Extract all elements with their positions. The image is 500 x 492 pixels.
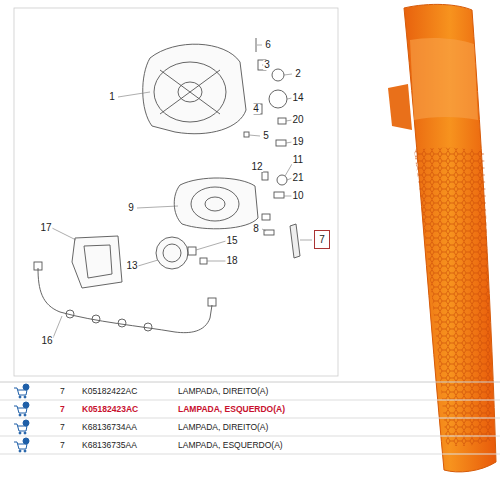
callout-number: 10: [291, 191, 304, 201]
table-cell: 7: [60, 387, 65, 396]
table-cell: LAMPADA, DIREITO(A): [178, 423, 268, 432]
table-cell: 7: [60, 441, 65, 450]
callout-number: 21: [291, 173, 304, 183]
callout-number: 11: [292, 155, 304, 165]
callout-number: 19: [291, 137, 304, 147]
table-cell: 7: [60, 405, 65, 414]
callout-number: 9: [127, 203, 135, 213]
table-cell: K68136735AA: [82, 441, 137, 450]
parts-table: [0, 382, 500, 454]
table-cell: K05182423AC: [82, 405, 138, 414]
callout-number: 12: [250, 162, 263, 172]
callout-number: 1: [108, 92, 116, 102]
callout-number: 7: [319, 234, 325, 245]
callout-number: 2: [294, 69, 302, 79]
callout-number: 16: [40, 336, 53, 346]
callout-number: 15: [225, 236, 238, 246]
callout-number: 17: [39, 223, 52, 233]
table-cell: LAMPADA, DIREITO(A): [178, 387, 268, 396]
callout-number: 14: [291, 93, 304, 103]
table-cell: K05182422AC: [82, 387, 137, 396]
cart-icon: [14, 384, 29, 452]
leader-lines: [52, 45, 312, 338]
callout-number: 18: [225, 256, 238, 266]
callout-number: 5: [262, 131, 270, 141]
lamp-photo: [388, 4, 496, 472]
callout-number: 20: [291, 115, 304, 125]
callout-number: 3: [263, 60, 271, 70]
table-cell: LAMPADA, ESQUERDO(A): [178, 441, 283, 450]
boxed-callout: 7: [314, 230, 330, 249]
callout-number: 4: [252, 104, 260, 114]
exploded-view: [34, 38, 300, 333]
callout-number: 13: [125, 261, 138, 271]
callout-number: 8: [252, 224, 260, 234]
callout-number: 6: [264, 40, 272, 50]
table-cell: LAMPADA, ESQUERDO(A): [178, 405, 285, 414]
table-cell: K68136734AA: [82, 423, 137, 432]
table-cell: 7: [60, 423, 65, 432]
